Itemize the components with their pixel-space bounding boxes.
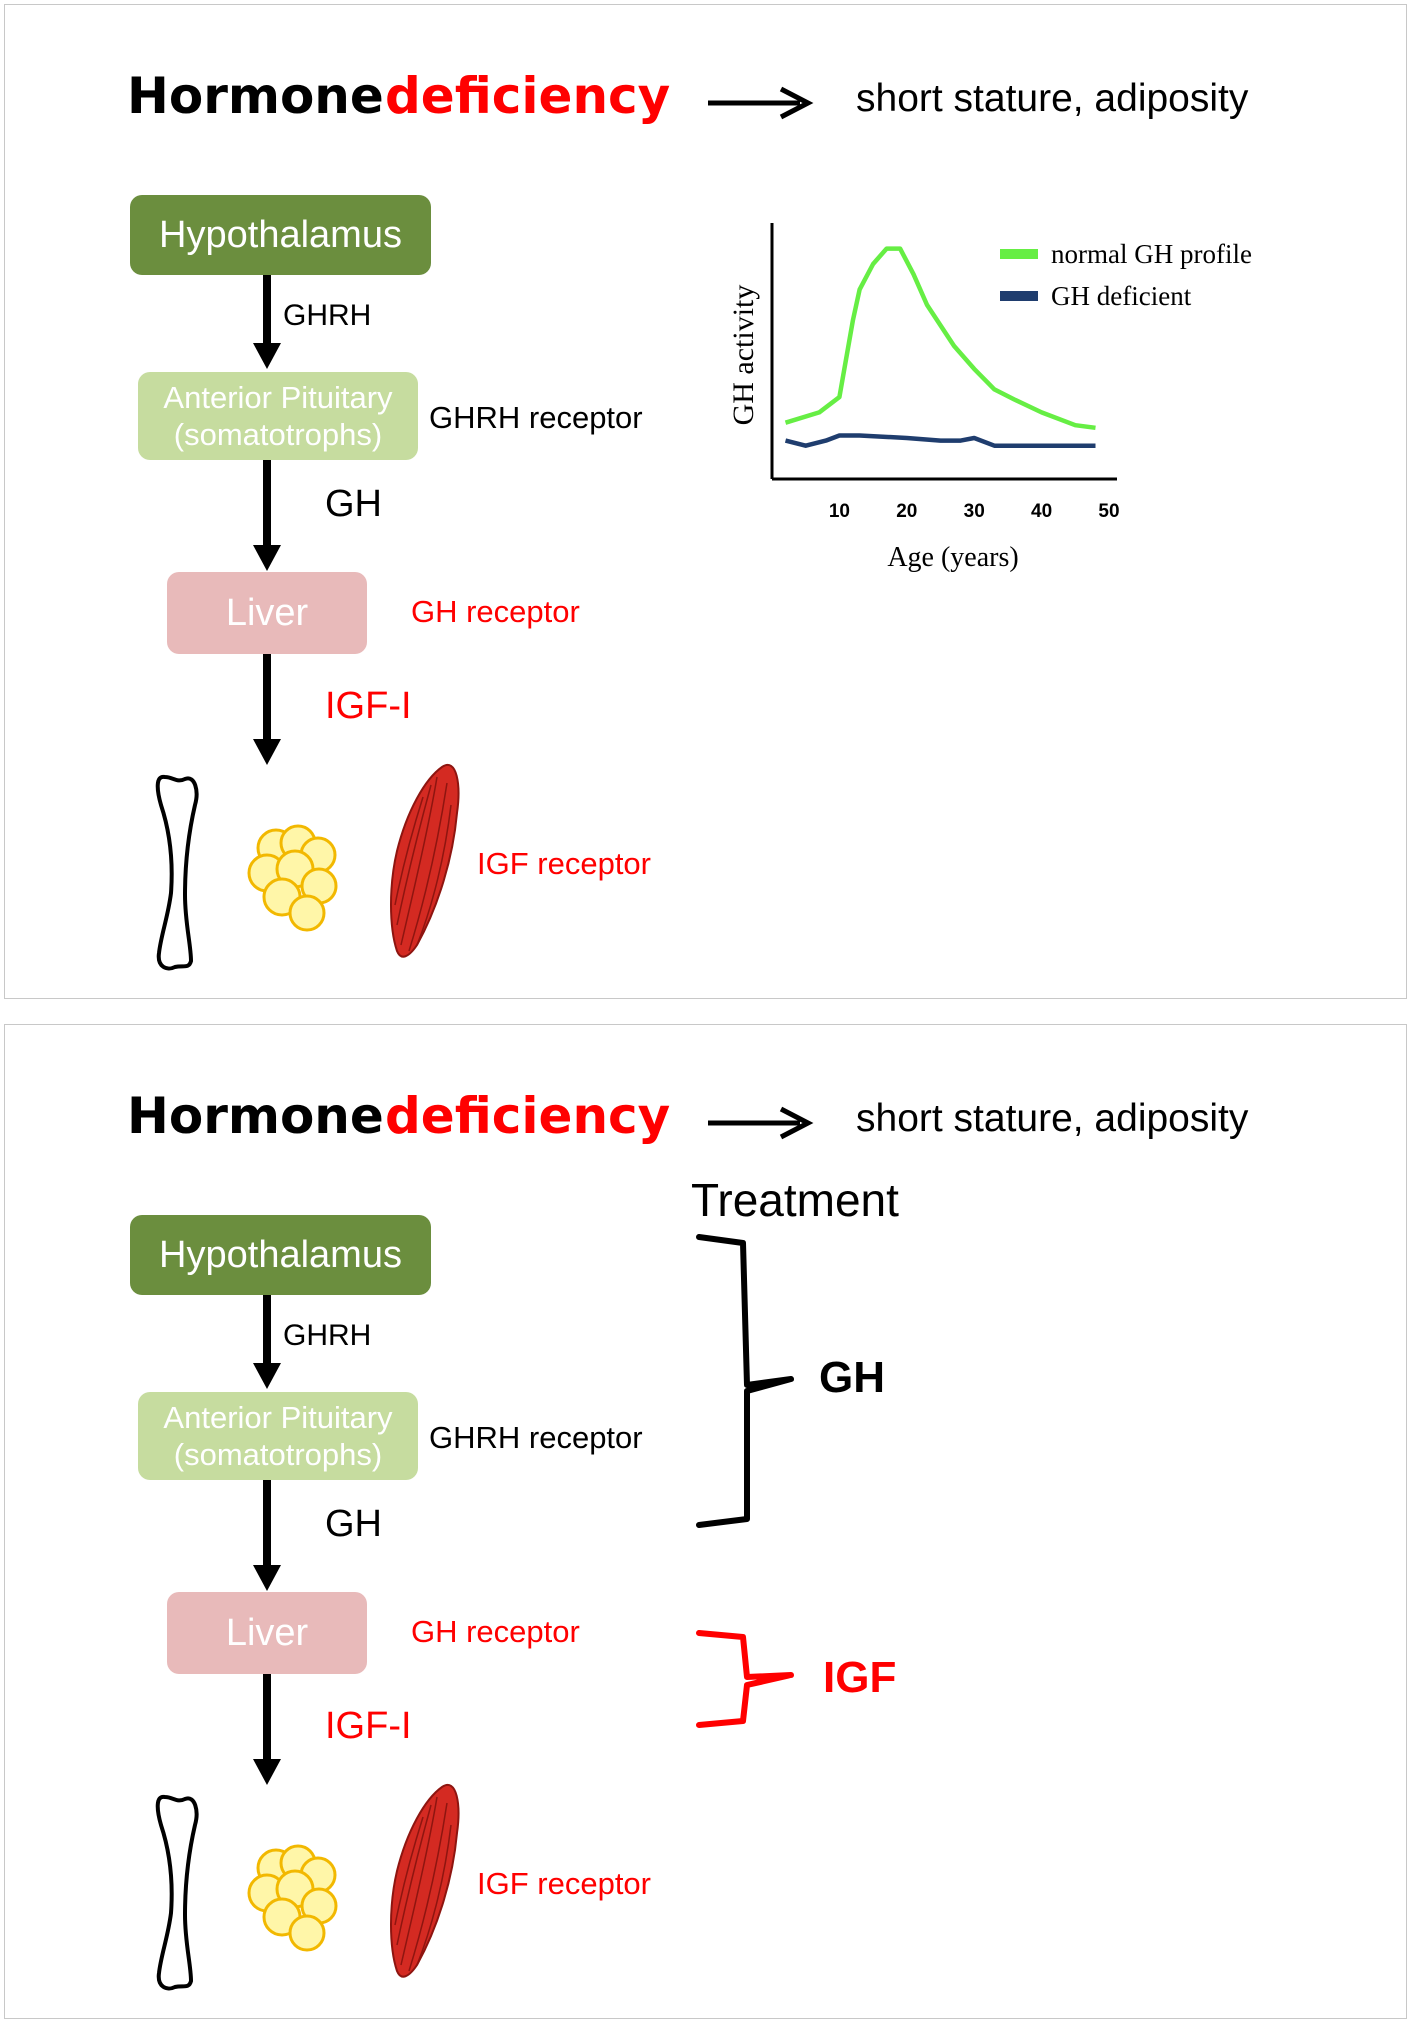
gh-label: GH: [325, 1503, 382, 1545]
panel-treatment: Hormone deficiency: [4, 1024, 1407, 2019]
liver-box: Liver: [167, 572, 367, 654]
chart-xtick-label: 10: [829, 501, 850, 522]
chart-xtick-label: 20: [896, 501, 917, 522]
pituitary-line2: (somatotrophs): [173, 1437, 383, 1472]
pathway-arrows: [253, 275, 281, 765]
chart-xlabel: Age (years): [887, 542, 1018, 573]
arrows-layer-bottom: [155, 1106, 814, 1991]
treatment-igf-label: IGF: [823, 1653, 897, 1702]
legend-swatch-1: [1000, 291, 1038, 301]
title-hormone: Hormone: [127, 67, 384, 125]
gh-label: GH: [325, 483, 382, 525]
ghrh-label: GHRH: [283, 299, 372, 332]
pituitary-line2: (somatotrophs): [173, 417, 383, 452]
hypothalamus-box: Hypothalamus: [130, 1215, 431, 1295]
chart-ylabel: GH activity: [727, 285, 760, 426]
anterior-pituitary-box: Anterior Pituitary (somatotrophs): [138, 1392, 418, 1480]
arrows-layer-top: [155, 86, 814, 971]
gh-treatment-bracket: [696, 1234, 794, 1528]
fat-cells-icon: [247, 824, 338, 932]
liver-box: Liver: [167, 1592, 367, 1674]
chart-series-line-0: [784, 246, 1096, 431]
chart-xtick-label: 40: [1031, 501, 1052, 522]
consequence-text: short stature, adiposity: [856, 1097, 1249, 1140]
ghrh-label: GHRH: [283, 1319, 372, 1352]
ghrh-receptor-label: GHRH receptor: [429, 1420, 643, 1455]
pathway-arrows: [253, 1295, 281, 1785]
legend-label-1: GH deficient: [1051, 281, 1192, 311]
igf-treatment-bracket: [696, 1630, 794, 1728]
muscle-icon: [390, 1784, 460, 1978]
legend-swatch-0: [1000, 249, 1038, 259]
consequence-text: short stature, adiposity: [856, 77, 1249, 120]
igf1-label: IGF-I: [325, 685, 412, 727]
bone-icon: [155, 1794, 199, 1991]
bone-icon: [155, 774, 199, 971]
anterior-pituitary-box: Anterior Pituitary (somatotrophs): [138, 372, 418, 460]
title-arrow: [708, 1106, 814, 1140]
igf-receptor-label: IGF receptor: [477, 846, 651, 881]
chart-series-line-1: [784, 433, 1096, 448]
gh-receptor-label: GH receptor: [411, 594, 580, 629]
ghrh-receptor-label: GHRH receptor: [429, 400, 643, 435]
pituitary-line1: Anterior Pituitary: [163, 1399, 393, 1435]
treatment-gh-label: GH: [819, 1353, 885, 1402]
fat-cells-icon: [247, 1844, 338, 1952]
gh-activity-chart: GH activity Age (years) 10 20 30 40 50 norma…: [727, 223, 1252, 573]
chart-xtick-label: 30: [964, 501, 985, 522]
title-arrow: [708, 86, 814, 120]
title-deficiency: deficiency: [385, 1087, 671, 1145]
treatment-heading: Treatment: [691, 1174, 899, 1226]
igf1-label: IGF-I: [325, 1705, 412, 1747]
hypothalamus-box: Hypothalamus: [130, 195, 431, 275]
panel-gh-pathway: Hormone deficiency: [4, 4, 1407, 999]
legend-label-0: normal GH profile: [1051, 239, 1252, 269]
chart-xtick-label: 50: [1098, 501, 1119, 522]
pituitary-line1: Anterior Pituitary: [163, 379, 393, 415]
title-deficiency: deficiency: [385, 67, 671, 125]
muscle-icon: [390, 764, 460, 958]
gh-receptor-label: GH receptor: [411, 1614, 580, 1649]
igf-receptor-label: IGF receptor: [477, 1866, 651, 1901]
title-hormone: Hormone: [127, 1087, 384, 1145]
